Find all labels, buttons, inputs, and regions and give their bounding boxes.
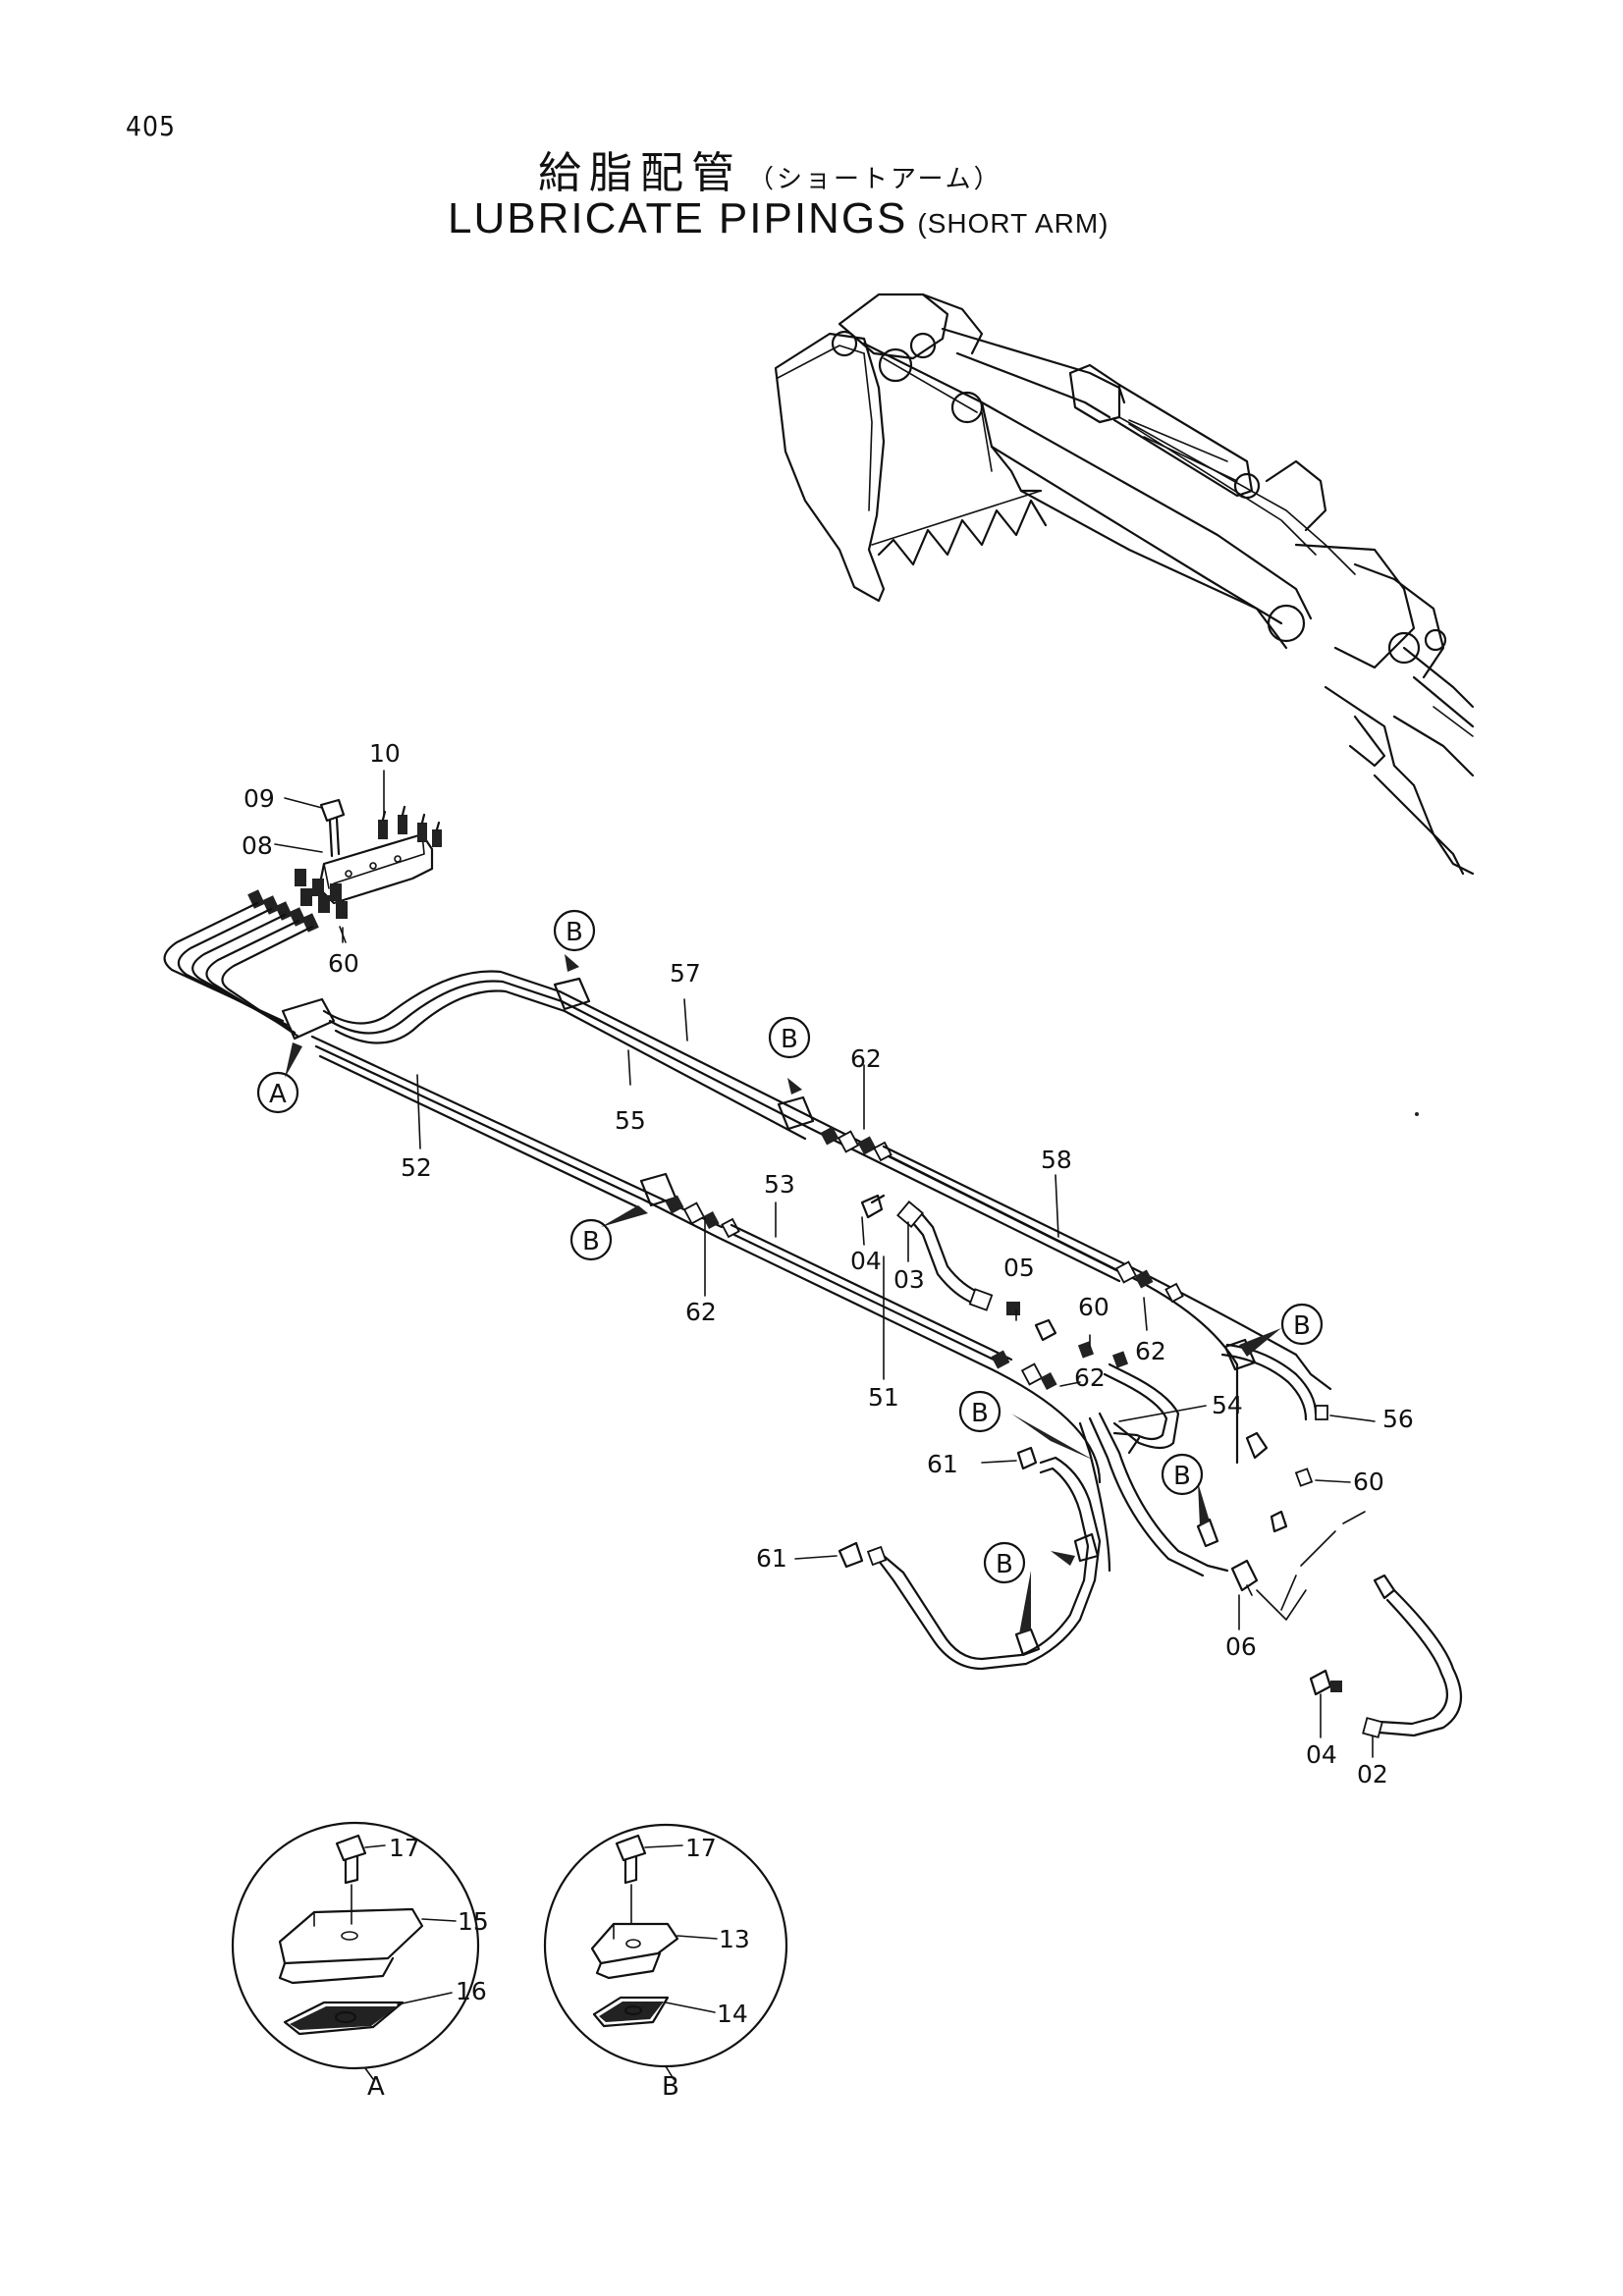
part-label-09: 09 [243, 784, 275, 813]
part-label-61-a: 61 [927, 1450, 958, 1478]
svg-text:B: B [582, 1227, 600, 1256]
part-label-04-a: 04 [850, 1247, 882, 1275]
part-label-02: 02 [1357, 1760, 1388, 1789]
part-label-56: 56 [1382, 1405, 1414, 1433]
part-label-55: 55 [615, 1106, 646, 1135]
part-label-62-b: 62 [1135, 1337, 1166, 1365]
distributor-block-assembly [295, 798, 442, 943]
ref-marker-b-7: B [983, 1541, 1026, 1584]
part-label-60-b: 60 [1078, 1293, 1109, 1321]
title-english-main: LUBRICATE PIPINGS [448, 194, 908, 242]
part-label-04-b: 04 [1306, 1740, 1337, 1769]
speck-dot [1415, 1112, 1419, 1116]
part-label-54: 54 [1212, 1391, 1243, 1419]
ref-marker-a: A [256, 1071, 299, 1114]
title-japanese-sub: （ショートアーム） [748, 165, 1002, 194]
ref-marker-b-1: B [553, 909, 596, 952]
title-japanese-main: 給脂配管 [538, 148, 742, 198]
title-english-sub: (SHORT ARM) [917, 208, 1109, 239]
svg-text:A: A [269, 1080, 287, 1109]
lubricate-piping-group [163, 889, 1463, 1738]
part-label-13: 13 [719, 1925, 750, 1953]
svg-text:B: B [971, 1399, 989, 1428]
part-label-52: 52 [401, 1153, 432, 1182]
part-label-60-c: 60 [1353, 1468, 1384, 1496]
ref-marker-b-4: B [1280, 1303, 1324, 1346]
part-label-15: 15 [458, 1907, 489, 1936]
svg-text:B: B [996, 1550, 1013, 1579]
detail-b-clamp-assembly: 17 13 14 B [543, 1823, 788, 2102]
part-label-08: 08 [242, 831, 273, 860]
ref-marker-b-6: B [1161, 1453, 1204, 1496]
title-japanese: 給脂配管（ショートアーム） [538, 137, 1002, 200]
part-label-62-d: 62 [1074, 1363, 1106, 1392]
part-label-62-c: 62 [685, 1298, 717, 1326]
reference-markers: A B B B B B B B [256, 909, 1324, 1584]
part-label-06: 06 [1225, 1632, 1257, 1661]
part-label-62-a: 62 [850, 1044, 882, 1073]
part-label-17-b: 17 [685, 1834, 717, 1862]
svg-text:B: B [1173, 1462, 1191, 1491]
leader-lines [274, 770, 1376, 1758]
part-label-61-b: 61 [756, 1544, 787, 1573]
ref-marker-b-3: B [569, 1218, 613, 1261]
part-label-05: 05 [1003, 1254, 1035, 1282]
detail-a-clamp-assembly: 17 15 16 A [231, 1821, 489, 2102]
ref-marker-b-2: B [768, 1016, 811, 1059]
excavator-arm-illustration [774, 293, 1475, 876]
svg-text:B: B [566, 918, 583, 947]
ref-marker-b-5: B [958, 1390, 1001, 1433]
part-label-03: 03 [893, 1265, 925, 1294]
page-number: 405 [126, 110, 177, 142]
part-label-16: 16 [456, 1977, 487, 2005]
part-label-53: 53 [764, 1170, 795, 1199]
detail-b-caption: B [662, 2072, 679, 2102]
part-label-57: 57 [670, 959, 701, 988]
part-label-14: 14 [717, 2000, 748, 2028]
part-number-labels: 09 10 08 60 57 55 52 62 58 53 04 03 05 6… [242, 739, 1414, 1789]
svg-text:B: B [781, 1025, 798, 1054]
part-label-10: 10 [369, 739, 401, 768]
svg-text:B: B [1293, 1311, 1311, 1341]
detail-a-caption: A [367, 2072, 385, 2102]
part-label-60-a: 60 [328, 949, 359, 978]
part-label-58: 58 [1041, 1146, 1072, 1174]
title-english: LUBRICATE PIPINGS (SHORT ARM) [448, 194, 1109, 243]
line-end-fittings [247, 889, 319, 933]
part-label-17-a: 17 [389, 1834, 420, 1862]
part-label-51: 51 [868, 1383, 899, 1412]
